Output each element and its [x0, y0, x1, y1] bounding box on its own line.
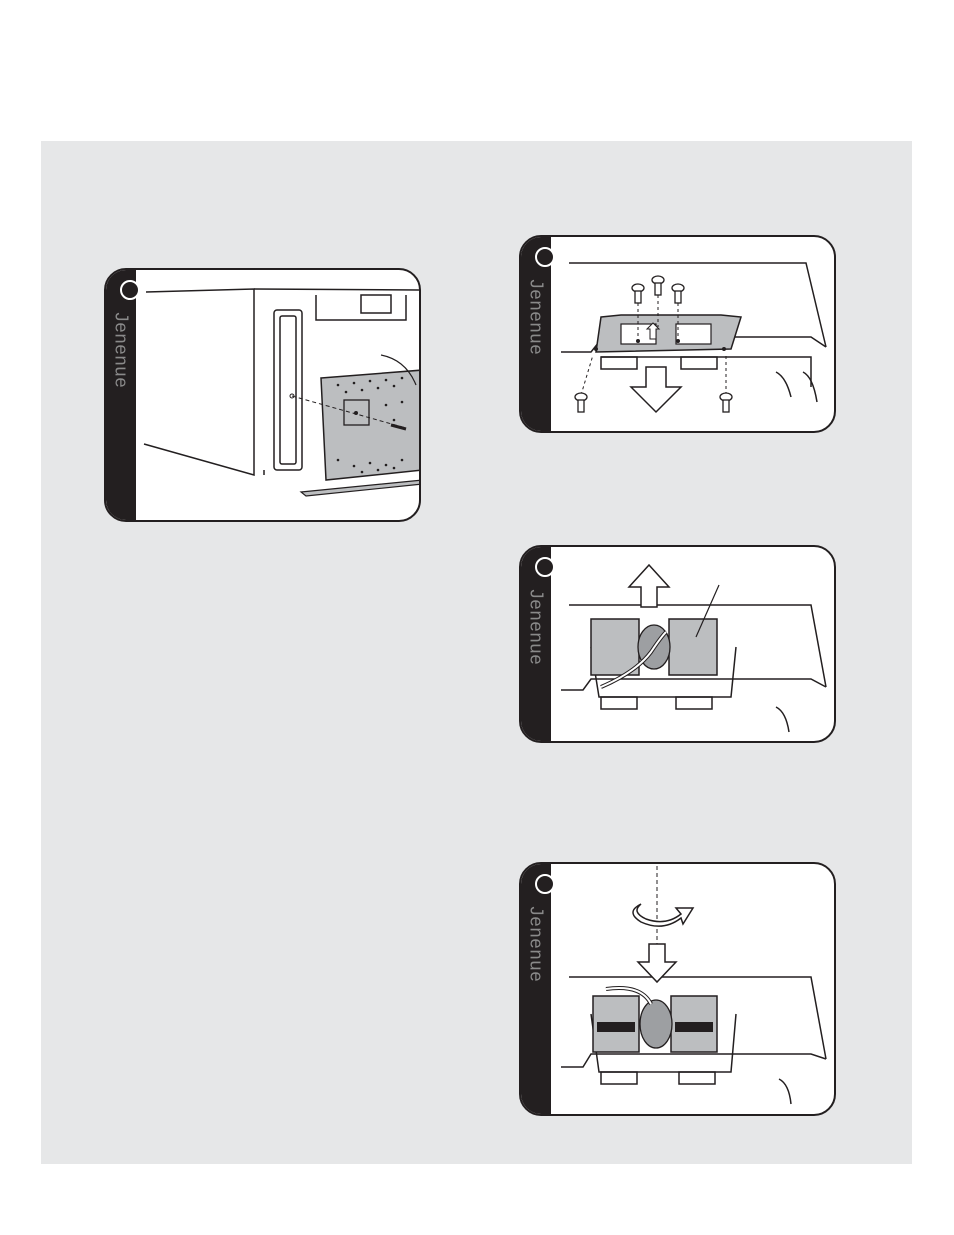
figure-tab: Jenenue [521, 237, 551, 431]
side-panel-illustration [143, 288, 419, 497]
figure-marker [535, 247, 555, 267]
figure-marker [535, 557, 555, 577]
figure-tab: Jenenue [521, 547, 551, 741]
figure-marker [535, 874, 555, 894]
blower-rotate-illustration [561, 866, 827, 1105]
blower-removal-illustration [561, 563, 827, 733]
figure-mounting-plate: Jenenue [519, 235, 836, 433]
figure-blower-removal: Jenenue [519, 545, 836, 743]
figure-side-panel: Jenenue [104, 268, 421, 522]
figure-marker [120, 280, 140, 300]
mounting-plate-illustration [561, 262, 827, 414]
figure-tab: Jenenue [106, 270, 136, 520]
figure-blower-rotate: Jenenue [519, 862, 836, 1116]
figure-tab: Jenenue [521, 864, 551, 1114]
